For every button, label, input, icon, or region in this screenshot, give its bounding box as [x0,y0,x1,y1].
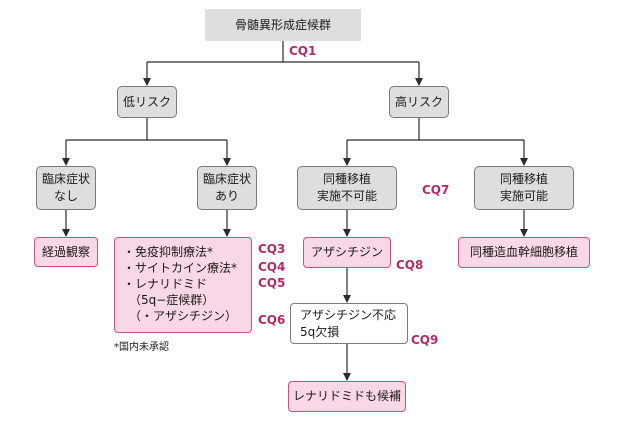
cq4-label: CQ4 [258,260,286,274]
cq5-label: CQ5 [258,276,286,290]
title-text: 骨髄異形成症候群 [234,17,331,32]
hsct-node: 同種造血幹細胞移植 [458,237,590,268]
cq6-label: CQ6 [258,313,286,327]
low-risk-text: 低リスク [122,94,171,109]
transplant-yes-line2: 実施可能 [499,189,548,203]
treatment-item-5: （・アザシチジン） [129,309,238,323]
treatment-item-3: ・レナリドミド [123,277,208,291]
treatment-item-2: ・サイトカイン療法* [123,261,238,275]
transplant-no-line1: 同種移植 [322,172,371,186]
lenalidomide-candidate-node: レナリドミドも候補 [288,381,406,412]
sym-present-line1: 臨床症状 [202,172,251,186]
transplant-yes-node: 同種移植 実施可能 [474,166,574,210]
cq8-label: CQ8 [396,258,424,272]
sym-none-line1: 臨床症状 [41,172,90,186]
transplant-no-line2: 実施不可能 [316,189,377,203]
low-risk-node: 低リスク [117,86,177,118]
cq7-label: CQ7 [422,183,450,197]
observation-node: 経過観察 [34,237,98,267]
azacitidine-node: アザシチジン [303,237,391,268]
treatment-item-1: ・免疫抑制療法* [123,245,214,259]
high-risk-node: 高リスク [389,86,449,118]
aza-refractory-line1: アザシチジン不応 [300,307,397,322]
sym-present-line2: あり [214,189,239,203]
aza-refractory-node: アザシチジン不応 5q欠損 [290,303,408,344]
title-node: 骨髄異形成症候群 [205,9,361,41]
cq1-label: CQ1 [289,44,317,58]
high-risk-text: 高リスク [394,94,443,109]
sym-present-node: 臨床症状 あり [197,166,257,210]
transplant-yes-line1: 同種移植 [499,172,548,186]
azacitidine-text: アザシチジン [310,245,383,259]
aza-refractory-line2: 5q欠損 [300,324,340,339]
sym-none-line2: なし [53,189,78,203]
hsct-text: 同種造血幹細胞移植 [469,245,578,259]
treatment-item-4: （5q−症候群） [129,293,215,307]
lenalidomide-candidate-text: レナリドミドも候補 [292,389,401,403]
sym-none-node: 臨床症状 なし [36,166,96,210]
transplant-no-node: 同種移植 実施不可能 [297,166,397,210]
cq3-label: CQ3 [258,242,286,256]
observation-text: 経過観察 [41,244,90,259]
footnote: *国内未承認 [114,342,169,353]
treatments-node: ・免疫抑制療法* ・サイトカイン療法* ・レナリドミド （5q−症候群） （・ア… [114,237,252,333]
cq9-label: CQ9 [411,333,439,347]
